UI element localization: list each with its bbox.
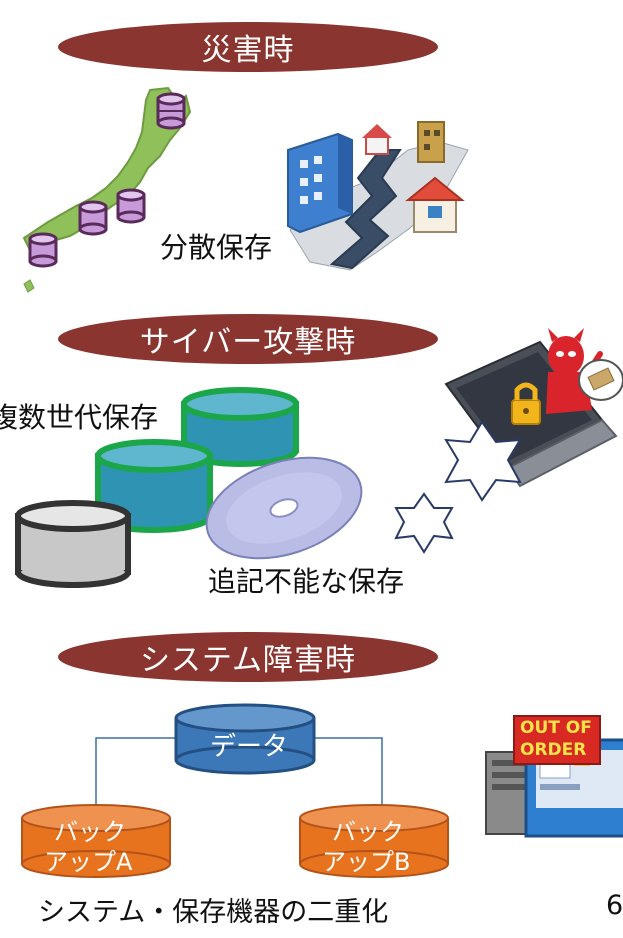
backup-b-label-line2: アップB (322, 848, 411, 876)
redundancy-caption: システム・保存機器の二重化 (38, 897, 389, 928)
data-cylinder-icon (174, 703, 316, 775)
data-label: データ (210, 732, 289, 762)
optical-disc-icon (205, 456, 363, 560)
out-of-order-server-icon (485, 715, 623, 838)
out-of-order-line1: OUT OF (520, 718, 592, 738)
office-building-icon (287, 132, 353, 234)
disaster-heading-pill: 災害時 (58, 22, 438, 72)
starburst-icon (394, 492, 454, 554)
tower-building-icon (417, 121, 445, 163)
disaster-heading: 災害時 (201, 33, 295, 68)
lock-icon (511, 382, 541, 425)
earthquake-icon (287, 121, 469, 271)
starburst-icon (444, 420, 522, 502)
distributed-db-icon (78, 200, 108, 236)
cyber-heading-pill: サイバー攻撃時 (58, 314, 438, 364)
system-heading-pill: システム障害時 (58, 632, 438, 682)
gray-cylinder-icon (15, 500, 131, 588)
distributed-db-icon (28, 232, 58, 268)
backup-a-cylinder-icon (21, 804, 171, 878)
backup-a-label-line2: アップA (44, 848, 133, 876)
system-heading: システム障害時 (139, 643, 357, 678)
backup-b-cylinder-icon (299, 804, 449, 878)
distributed-db-icon (156, 92, 186, 130)
page-number: 6 (606, 890, 623, 921)
connector-lines (95, 737, 383, 830)
cyber-heading: サイバー攻撃時 (139, 325, 357, 360)
out-of-order-line2: ORDER (520, 740, 587, 760)
worm-storage-label: 追記不能な保存 (208, 565, 405, 598)
house-icon (405, 176, 465, 233)
speech-bubble-icon (578, 359, 623, 401)
backup-a-label-line1: バック (54, 818, 126, 846)
distributed-db-icon (116, 188, 146, 224)
house-icon (362, 124, 392, 155)
multi-generation-label: 複数世代保存 (0, 401, 159, 434)
backup-b-label-line1: バック (332, 818, 404, 846)
distributed-storage-label: 分散保存 (160, 226, 273, 266)
